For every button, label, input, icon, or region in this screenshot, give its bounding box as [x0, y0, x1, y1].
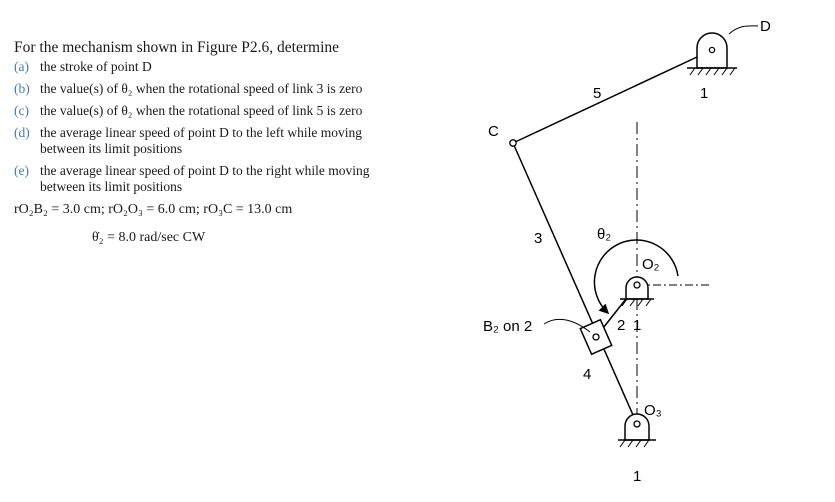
- ground-pivot-o3: [618, 413, 656, 448]
- pin-b2: [592, 333, 600, 341]
- label-theta-2: θ₂: [597, 226, 611, 243]
- question-c-text: the value(s) of θ₂ when the rotational s…: [40, 103, 363, 118]
- question-a-text: the stroke of point D: [40, 59, 152, 74]
- question-c-label: (c): [14, 103, 29, 118]
- slider-block-4: [579, 318, 613, 356]
- question-b-label: (b): [14, 81, 30, 96]
- label-ground-bottom: 1: [633, 468, 641, 485]
- question-c: (c) the value(s) of θ₂ when the rotation…: [14, 103, 384, 119]
- given-angular-speed: θ̇₂ = 8.0 rad/sec CW: [92, 230, 206, 245]
- ground-pivot-d: [687, 25, 759, 76]
- question-a: (a) the stroke of point D: [14, 59, 384, 75]
- theta-2-arc: [593, 239, 679, 315]
- label-link-2: 2: [617, 317, 625, 334]
- problem-statement: For the mechanism shown in Figure P2.6, …: [14, 38, 384, 247]
- link-3: [512, 142, 638, 425]
- link-2: [595, 284, 638, 338]
- question-b-text: the value(s) of θ₂ when the rotational s…: [40, 81, 363, 96]
- label-link-3: 3: [534, 230, 542, 247]
- link-5: [512, 49, 713, 144]
- given-dimensions: rO₂B₂ = 3.0 cm; rO₂O₃ = 6.0 cm; rO₃C = 1…: [14, 202, 293, 217]
- question-a-label: (a): [14, 59, 29, 74]
- label-ground-top: 1: [700, 85, 708, 102]
- question-d-label: (d): [14, 125, 30, 140]
- label-o2: O₂: [642, 256, 660, 273]
- label-ground-mid: 1: [633, 317, 641, 334]
- problem-intro: For the mechanism shown in Figure P2.6, …: [14, 39, 340, 56]
- question-e-label: (e): [14, 163, 29, 178]
- label-o3: O₃: [644, 402, 662, 419]
- question-e: (e) the average linear speed of point D …: [14, 163, 384, 195]
- label-c: C: [488, 123, 499, 140]
- label-link-5: 5: [593, 85, 601, 102]
- label-d: D: [760, 18, 771, 35]
- ground-pivot-o2: [620, 276, 654, 307]
- pin-c: [509, 139, 517, 147]
- question-d-text: the average linear speed of point D to t…: [40, 125, 363, 156]
- question-b: (b) the value(s) of θ₂ when the rotation…: [14, 81, 384, 97]
- question-e-text: the average linear speed of point D to t…: [40, 163, 370, 194]
- b2-leader: [543, 318, 591, 333]
- label-link-4: 4: [583, 366, 591, 383]
- label-slider: B₂ on 2: [483, 318, 532, 335]
- question-d: (d) the average linear speed of point D …: [14, 125, 384, 157]
